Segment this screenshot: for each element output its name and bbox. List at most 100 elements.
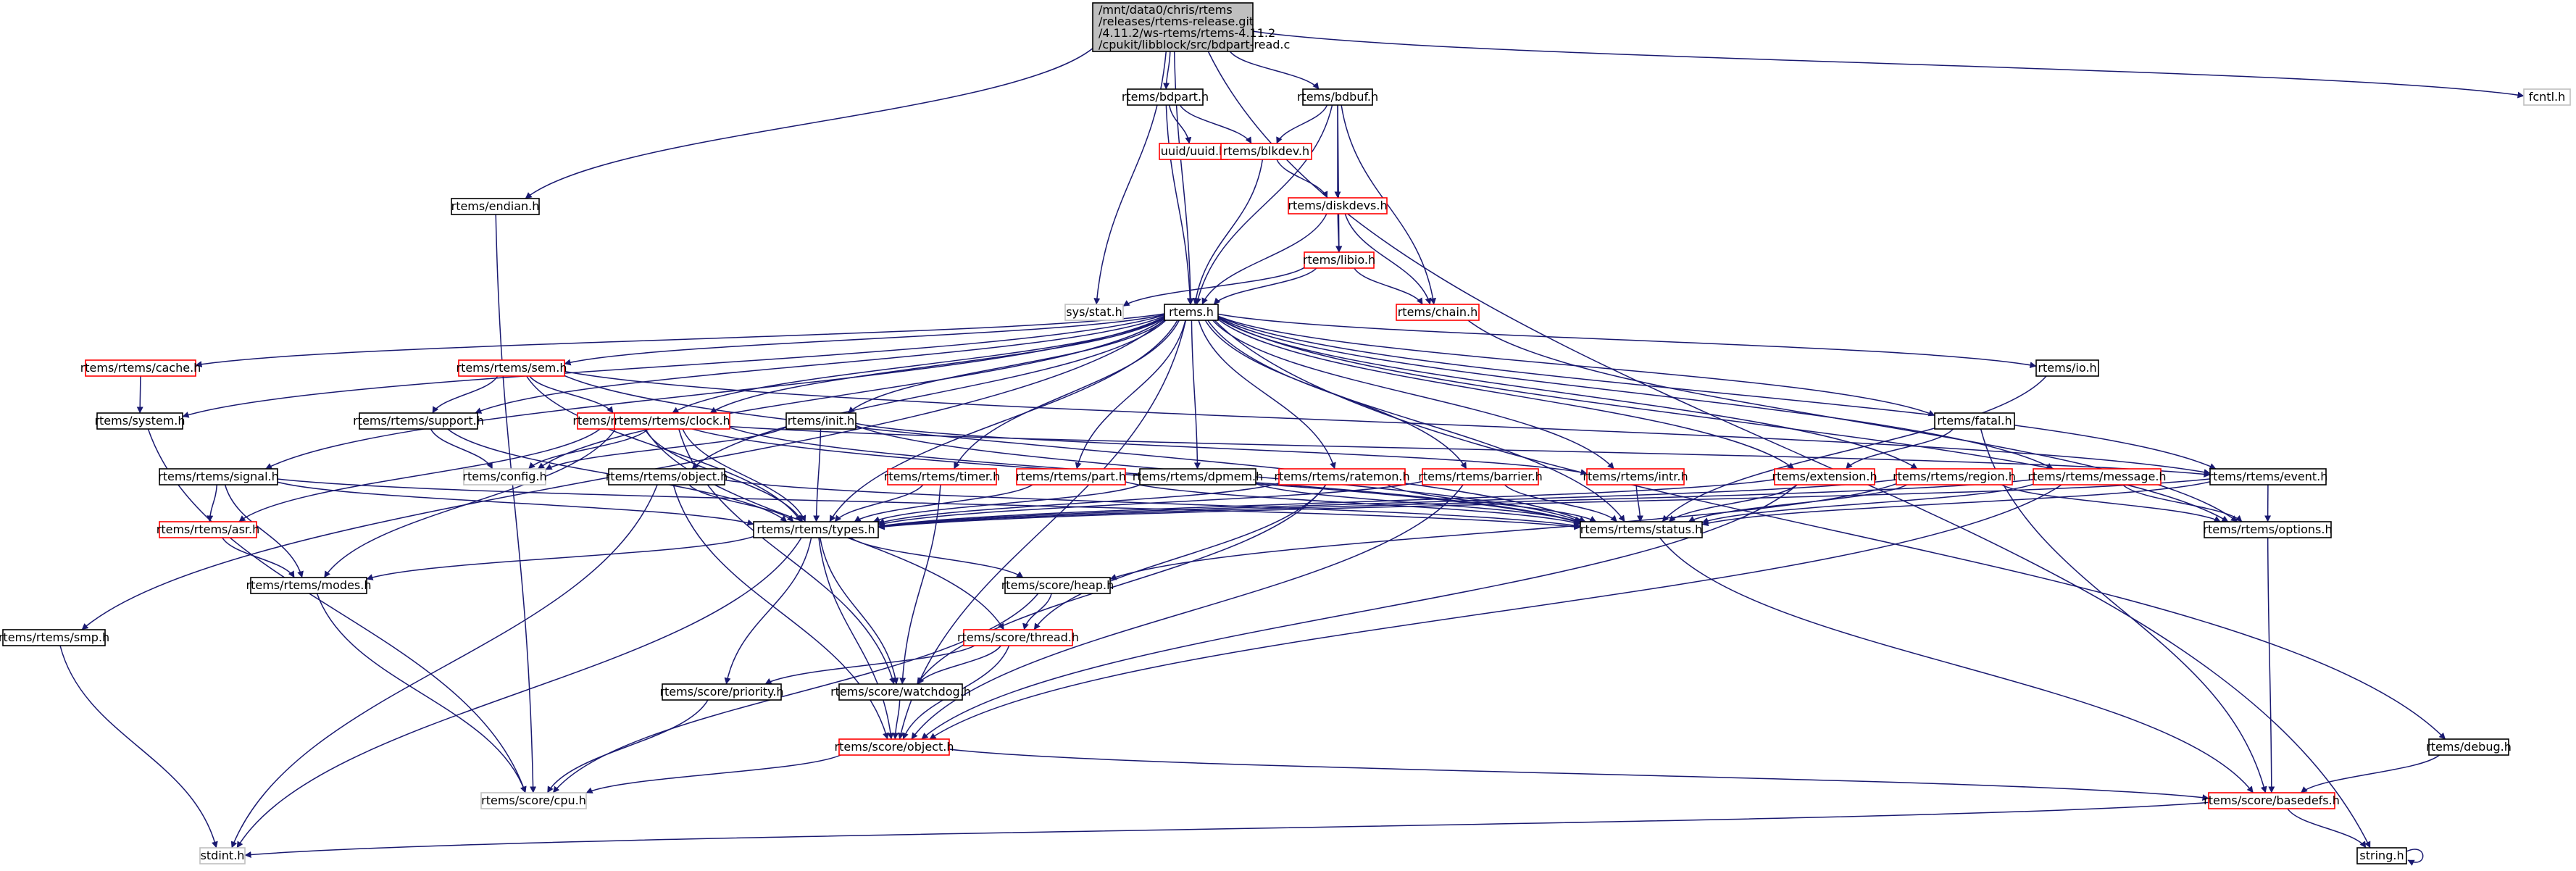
node-uuid[interactable]: uuid/uuid.h <box>1159 143 1228 160</box>
node-extension[interactable]: rtems/extension.h <box>1772 468 1877 485</box>
node-label-event: rtems/rtems/event.h <box>2209 470 2328 483</box>
node-box-debug <box>2428 738 2509 756</box>
edge-rtemsh-to-timer <box>954 320 1180 470</box>
node-string[interactable]: string.h <box>2356 847 2407 864</box>
node-label-string: string.h <box>2359 849 2404 862</box>
edge-signal-to-modes <box>224 484 304 578</box>
node-cache[interactable]: rtems/rtems/cache.h <box>80 359 201 377</box>
node-asr[interactable]: rtems/rtems/asr.h <box>157 521 260 538</box>
edge-rtemsh-to-signal <box>265 316 1165 470</box>
edge-rtemsh-to-dpmem <box>1191 320 1201 470</box>
node-intr[interactable]: rtems/rtems/intr.h <box>1583 468 1688 485</box>
node-label-fcntl: fcntl.h <box>2529 90 2566 104</box>
node-box-basedefs <box>2208 792 2335 809</box>
node-box-event <box>2209 468 2327 485</box>
edge-rtemsh-to-message <box>1217 317 2054 470</box>
node-object[interactable]: rtems/rtems/object.h <box>606 468 728 485</box>
node-diskdevs[interactable]: rtems/diskdevs.h <box>1288 197 1388 214</box>
node-modes[interactable]: rtems/rtems/modes.h <box>246 577 372 594</box>
node-label-asr: rtems/rtems/asr.h <box>157 522 260 536</box>
node-basedefs[interactable]: rtems/score/basedefs.h <box>2204 792 2340 809</box>
node-thread[interactable]: rtems/score/thread.h <box>957 629 1079 646</box>
node-fatal[interactable]: rtems/fatal.h <box>1934 412 2015 430</box>
edge-rtemsh-to-config <box>537 318 1165 470</box>
node-init[interactable]: rtems/init.h <box>785 412 856 430</box>
node-region[interactable]: rtems/rtems/region.h <box>1893 468 2016 485</box>
node-event[interactable]: rtems/rtems/event.h <box>2209 468 2328 485</box>
root-file-node[interactable]: /mnt/data0/chris/rtems /releases/rtems-r… <box>1092 2 1290 52</box>
node-sobject[interactable]: rtems/score/object.h <box>835 738 954 756</box>
node-label-init: rtems/init.h <box>788 414 855 428</box>
edge-sem-to-event <box>564 370 2211 475</box>
node-smp[interactable]: rtems/rtems/smp.h <box>0 629 109 646</box>
node-libio[interactable]: rtems/libio.h <box>1303 251 1375 269</box>
node-status[interactable]: rtems/rtems/status.h <box>1580 521 1703 538</box>
edge-clock-to-types <box>682 428 806 522</box>
node-barrier[interactable]: rtems/rtems/barrier.h <box>1418 468 1543 485</box>
node-box-endian <box>451 198 540 215</box>
node-label-io: rtems/io.h <box>2038 361 2096 375</box>
node-config[interactable]: rtems/config.h <box>462 468 547 485</box>
node-part[interactable]: rtems/rtems/part.h <box>1016 468 1126 485</box>
node-types[interactable]: rtems/rtems/types.h <box>753 521 879 538</box>
node-rtemsh[interactable]: rtems.h <box>1164 304 1219 321</box>
node-label-signal: rtems/rtems/signal.h <box>158 470 279 483</box>
edge-basedefs-to-string <box>2287 808 2367 849</box>
edge-basedefs-to-stdint <box>244 801 2209 858</box>
edge-rtemsh-to-intr <box>1212 320 1614 470</box>
node-priority[interactable]: rtems/score/priority.h <box>659 683 784 701</box>
edge-clock-to-watchdog <box>678 428 896 685</box>
node-stdint[interactable]: stdint.h <box>199 847 246 864</box>
node-blkdev[interactable]: rtems/blkdev.h <box>1220 143 1312 160</box>
node-watchdog[interactable]: rtems/score/watchdog.h <box>830 683 971 701</box>
edge-rtemsh-to-system <box>182 314 1165 418</box>
edge-tasks-to-modes <box>323 428 617 578</box>
edge-root-to-fcntl <box>1252 30 2525 99</box>
node-cpu[interactable]: rtems/score/cpu.h <box>480 792 587 809</box>
node-box-fatal <box>1934 412 2015 430</box>
node-box-cache <box>85 359 196 377</box>
node-box-support <box>359 412 478 430</box>
edge-watchdog-to-sobject <box>892 699 901 740</box>
node-box-ratemon <box>1278 468 1406 485</box>
node-sem[interactable]: rtems/rtems/sem.h <box>456 359 567 377</box>
node-options[interactable]: rtems/rtems/options.h <box>2203 521 2333 538</box>
node-chain[interactable]: rtems/chain.h <box>1396 304 1480 321</box>
node-label-config: rtems/config.h <box>462 470 546 483</box>
node-io[interactable]: rtems/io.h <box>2035 359 2099 377</box>
node-support[interactable]: rtems/rtems/support.h <box>353 412 484 430</box>
edge-ratemon-to-watchdog <box>916 484 1327 685</box>
node-dpmem[interactable]: rtems/rtems/dpmem.h <box>1133 468 1264 485</box>
node-timer[interactable]: rtems/rtems/timer.h <box>884 468 1001 485</box>
node-sysstat[interactable]: sys/stat.h <box>1064 304 1124 321</box>
edge-rtemsh-to-event <box>1217 315 2217 470</box>
node-fcntl[interactable]: fcntl.h <box>2523 88 2571 106</box>
edge-rtemsh-to-types <box>829 320 1178 522</box>
node-label-types: rtems/rtems/types.h <box>756 522 875 536</box>
edge-rtemsh-to-extension <box>1217 319 1795 470</box>
node-message[interactable]: rtems/rtems/message.h <box>2027 468 2167 485</box>
edge-rtemsh-to-part <box>1075 320 1186 470</box>
node-debug[interactable]: rtems/debug.h <box>2426 738 2512 756</box>
node-bdbuf[interactable]: rtems/bdbuf.h <box>1297 88 1378 106</box>
node-box-asr <box>159 521 257 538</box>
node-label-chain: rtems/chain.h <box>1398 305 1478 319</box>
node-label-object: rtems/rtems/object.h <box>606 470 728 483</box>
edge-init-to-types <box>813 428 822 522</box>
edge-rtemsh-to-clock <box>709 317 1165 414</box>
node-box-string <box>2356 847 2407 864</box>
node-ratemon[interactable]: rtems/rtems/ratemon.h <box>1274 468 1410 485</box>
node-label-priority: rtems/score/priority.h <box>659 685 783 699</box>
node-heap[interactable]: rtems/score/heap.h <box>1001 577 1114 594</box>
node-clock[interactable]: rtems/rtems/clock.h <box>614 412 730 430</box>
node-endian[interactable]: rtems/endian.h <box>451 198 540 215</box>
edge-init-to-config <box>545 426 787 470</box>
node-bdpart[interactable]: rtems/bdpart.h <box>1122 88 1209 106</box>
node-box-chain <box>1396 304 1480 321</box>
node-box-config <box>463 468 546 485</box>
node-system[interactable]: rtems/system.h <box>94 412 186 430</box>
node-signal[interactable]: rtems/rtems/signal.h <box>158 468 279 485</box>
node-box-signal <box>159 468 278 485</box>
edge-rtemsh-to-debug <box>1214 320 2446 740</box>
